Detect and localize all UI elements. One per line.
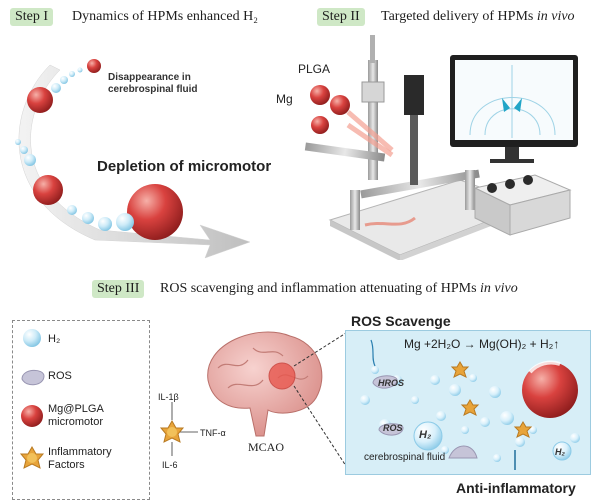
csf-label: cerebrospinal fluid [364,452,446,463]
micromotor-large [127,184,183,240]
h2-big-label: H₂ [419,429,432,441]
ros-scavenge-title: ROS Scavenge [351,313,451,329]
hros-label: HROS [378,378,405,388]
mcao-label: MCAO [248,440,285,454]
il6-label: IL-6 [162,460,178,470]
ros-legend-icon [21,369,45,386]
step3-tag: Step III [92,280,145,298]
legend-micromotor-label: Mg@PLGA micromotor [48,403,104,428]
mcao-lesion [268,362,296,390]
depletion-label: Depletion of micromotor [97,158,272,175]
step3-title: ROS scavenging and inflammation attenuat… [160,281,518,296]
step2-illustration [304,35,578,260]
mg-label: Mg [276,92,293,106]
step2-tag: Step II [317,8,365,26]
h2-small-label: H₂ [555,447,565,457]
brain-illustration [207,331,347,467]
disappearance-label: Disappearance in cerebrospinal fluid [108,72,198,95]
micromotor-mid [33,175,63,205]
tnfa-label: TNF-α [200,428,226,438]
controller-box [473,174,572,236]
ros-scavenge-illustration [360,339,580,470]
il1b-label: IL-1β [158,392,179,402]
equation-label: Mg +2H₂O → Mg(OH)₂ + H₂↑ [404,337,560,351]
anti-inflammatory-label: Anti-inflammatory [456,480,576,496]
micromotor-top [27,87,53,113]
plga-label: PLGA [298,62,331,76]
legend-box [12,320,150,500]
inflammatory-factor-legend-icon [19,445,45,469]
legend-icons [19,329,45,469]
step1-tag: Step I [10,8,54,26]
legend-h2-label: H₂ [48,333,61,345]
ros-inner-label: ROS [383,423,403,433]
micromotor-legend-icon [21,405,43,427]
injector-column [368,60,378,180]
monitor [450,55,578,163]
panel-bubbles [360,366,580,462]
step1-illustration [15,59,251,259]
curved-arrow [18,64,251,259]
legend-ros-label: ROS [48,370,72,382]
h2-bubbles [15,67,134,231]
h2-legend-icon [23,329,41,347]
panel-micromotor [522,362,578,418]
step1-title: Dynamics of HPMs enhanced H₂ [72,9,259,24]
cytokine-illustration [159,402,198,456]
step2-title: Targeted delivery of HPMs in vivo [381,9,575,24]
micromotor-small [87,59,101,73]
legend-inflammatory-label: Inflammatory Factors [48,446,112,471]
